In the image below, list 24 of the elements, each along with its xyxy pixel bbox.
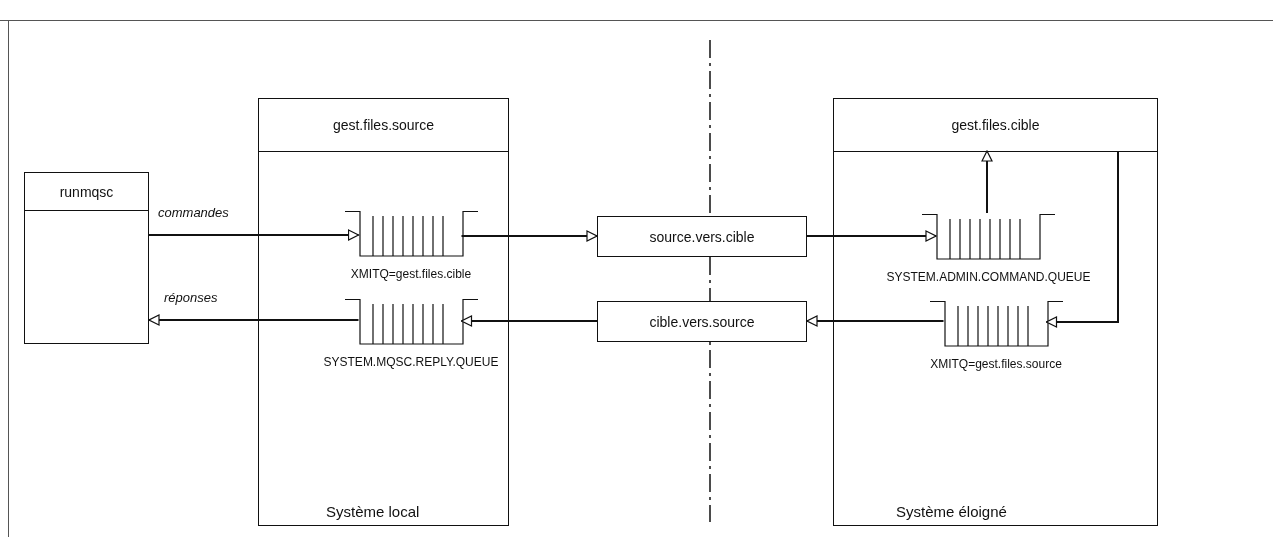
region-label: Système local (326, 503, 420, 520)
arrow (981, 150, 993, 214)
queue-name: XMITQ=gest.files.source (929, 357, 1063, 371)
program-window (24, 172, 149, 344)
queue-manager-panel (258, 98, 509, 526)
arrow (148, 229, 360, 241)
channel-box: source.vers.cible (597, 216, 807, 257)
queue-name: XMITQ=gest.files.cible (349, 267, 473, 281)
edge-label: réponses (164, 290, 218, 305)
panel-header: gest.files.cible (834, 99, 1157, 152)
panel-header: gest.files.source (259, 99, 508, 152)
queue-manager-panel (833, 98, 1158, 526)
arrow (806, 230, 937, 242)
arrow (1045, 150, 1119, 328)
queue-name: SYSTEM.ADMIN.COMMAND.QUEUE (885, 270, 1092, 284)
edge-label: commandes (158, 205, 229, 220)
region-label: Système éloigné (896, 503, 1007, 520)
arrow (806, 315, 945, 327)
arrow (460, 315, 598, 327)
arrow (148, 314, 360, 326)
channel-box: cible.vers.source (597, 301, 807, 342)
window-title: runmqsc (25, 173, 148, 211)
queue-name: SYSTEM.MQSC.REPLY.QUEUE (322, 355, 500, 369)
arrow (460, 230, 598, 242)
